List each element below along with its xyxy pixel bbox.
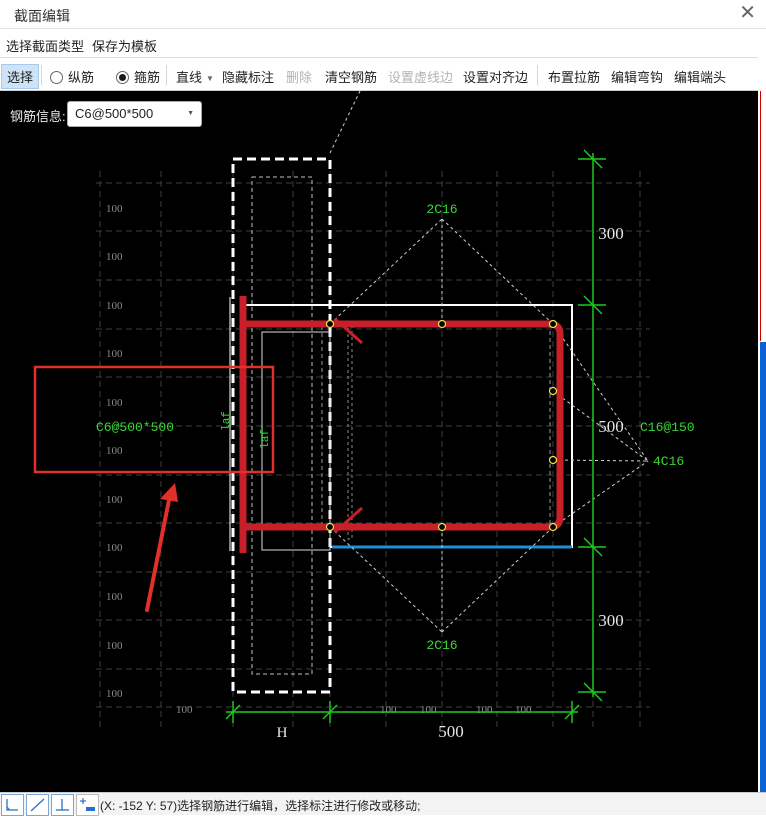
clear-rebar-button[interactable]: 清空钢筋 (325, 70, 378, 85)
menu-bar: 选择截面类型 保存为模板 (0, 29, 766, 58)
stirrup-hook-bottom[interactable] (334, 506, 363, 534)
grid-label: 100 (106, 494, 123, 506)
grid-label: 100 (106, 300, 123, 312)
menu-select-section-type[interactable]: 选择截面类型 (6, 39, 85, 54)
rebar-dot[interactable] (325, 522, 335, 532)
side-rebar-label[interactable]: 4C16 (653, 454, 684, 469)
grid-label: 100 (420, 704, 437, 716)
horizontal-dimension[interactable] (225, 701, 580, 723)
grid-label: 100 (106, 397, 123, 409)
place-tie-button[interactable]: 布置拉筋 (548, 70, 601, 85)
dimension-middle-value[interactable]: 500 (598, 417, 624, 436)
background-grid (96, 171, 650, 731)
toolbar: 选择 纵筋 箍筋 直线▼ 隐藏标注 删除 清空钢筋 设置虚线边 设置对齐边 布置… (0, 58, 766, 91)
stirrup-hook-top[interactable] (334, 317, 363, 345)
right-edge-strip (758, 29, 766, 792)
longitudinal-rebar-radio[interactable]: 纵筋 (50, 67, 94, 86)
drawing-canvas[interactable]: 100 100 100 100 100 100 100 100 100 100 100 100 100 1… (0, 91, 758, 792)
embedment-outline (261, 331, 331, 551)
title-bar: 截面编辑 ✕ (0, 0, 766, 29)
edge-blue-bar (760, 342, 766, 792)
inner-guide-line (347, 322, 353, 540)
laf-label[interactable]: laf (221, 411, 233, 431)
longitudinal-rebar-label: 纵筋 (68, 70, 95, 85)
rebar-info-value: C6@500*500 (75, 106, 154, 121)
core-outline (321, 320, 551, 529)
close-icon[interactable]: ✕ (739, 2, 756, 24)
edit-hook-button[interactable]: 编辑弯钩 (611, 70, 664, 85)
status-bar: (X: -152 Y: 57)选择钢筋进行编辑，选择标注进行修改或移动; (0, 792, 766, 816)
grid-label: 100 (476, 704, 493, 716)
dimension-width-value[interactable]: 500 (438, 722, 464, 741)
arrow-head-icon (160, 483, 178, 502)
snap-mode-icon[interactable] (76, 794, 99, 816)
set-dashed-edge-button[interactable]: 设置虚线边 (388, 70, 454, 85)
grid-label: 100 (106, 688, 123, 700)
toolbar-divider (41, 65, 42, 85)
select-tool-button[interactable]: 选择 (1, 64, 40, 89)
grid-label: 100 (380, 704, 397, 716)
grid-label: 100 (106, 348, 123, 360)
grid-label: 100 (106, 203, 123, 215)
laf-label-inner[interactable]: laf (260, 429, 272, 449)
edge-red-line (760, 91, 761, 341)
vertical-dimension[interactable] (578, 149, 606, 702)
column-outline[interactable] (231, 157, 332, 694)
line-mode-icon[interactable] (26, 794, 49, 816)
stirrup-radio[interactable]: 箍筋 (116, 67, 160, 86)
grid-label: 100 (106, 445, 123, 457)
grid-label: 100 (106, 542, 123, 554)
line-label: 直线 (176, 70, 203, 85)
status-hint: 选择钢筋进行编辑，选择标注进行修改或移动; (177, 799, 421, 813)
bottom-rebar-label[interactable]: 2C16 (426, 638, 457, 653)
leader-lines (329, 91, 649, 633)
rebar-dot[interactable] (548, 455, 558, 465)
line-dropdown-button[interactable]: 直线▼ (176, 67, 214, 86)
rebar-dot[interactable] (548, 319, 558, 329)
set-alignment-edge-button[interactable]: 设置对齐边 (463, 70, 529, 85)
cursor-coordinates: (X: -152 Y: 57) (100, 799, 178, 813)
grid-label: 100 (106, 591, 123, 603)
grid-label: 100 (106, 251, 123, 263)
hide-annotation-button[interactable]: 隐藏标注 (222, 70, 275, 85)
rebar-info-label: 钢筋信息: (10, 109, 66, 124)
rebar-info-select[interactable]: C6@500*500 ▼ (67, 101, 202, 127)
grid-label: 100 (176, 704, 193, 716)
radio-checked-icon (116, 71, 129, 84)
dimension-bottom-value[interactable]: 300 (598, 611, 624, 630)
rebar-dot[interactable] (548, 386, 558, 396)
left-stirrup-label[interactable]: C6@500*500 (96, 420, 174, 435)
status-message: (X: -152 Y: 57)选择钢筋进行编辑，选择标注进行修改或移动; (100, 797, 421, 814)
menu-save-as-template[interactable]: 保存为模板 (92, 39, 158, 54)
perpendicular-mode-icon[interactable] (51, 794, 74, 816)
rebar-dot[interactable] (437, 522, 447, 532)
edit-end-button[interactable]: 编辑端头 (674, 70, 727, 85)
top-rebar-label[interactable]: 2C16 (426, 202, 457, 217)
chevron-down-icon: ▼ (187, 110, 194, 117)
stirrup-label: 箍筋 (134, 70, 161, 85)
grid-labels: 100 100 100 100 100 100 100 100 100 100 100 100 100 1… (106, 203, 532, 716)
section-drawing[interactable]: 100 100 100 100 100 100 100 100 100 100 100 100 100 1… (0, 91, 758, 792)
chevron-down-icon: ▼ (206, 74, 214, 83)
column-inner-outline (251, 176, 313, 675)
radio-icon (50, 71, 63, 84)
window-title: 截面编辑 (14, 8, 70, 24)
toolbar-divider (166, 65, 167, 85)
delete-button[interactable]: 删除 (286, 70, 313, 85)
ortho-mode-icon[interactable] (1, 794, 24, 816)
longitudinal-bars[interactable] (325, 319, 558, 532)
toolbar-divider (537, 65, 538, 85)
rebar-dot[interactable] (548, 522, 558, 532)
grid-label: 100 (515, 704, 532, 716)
rebar-dot[interactable] (437, 319, 447, 329)
dimension-h-value[interactable]: H (277, 725, 288, 741)
rebar-dot[interactable] (325, 319, 335, 329)
grid-label: 100 (106, 640, 123, 652)
stirrup-spacing-label[interactable]: C16@150 (640, 420, 695, 435)
arrow-shaft (145, 493, 172, 612)
dimension-top-value[interactable]: 300 (598, 224, 624, 243)
highlight-box (33, 365, 275, 474)
